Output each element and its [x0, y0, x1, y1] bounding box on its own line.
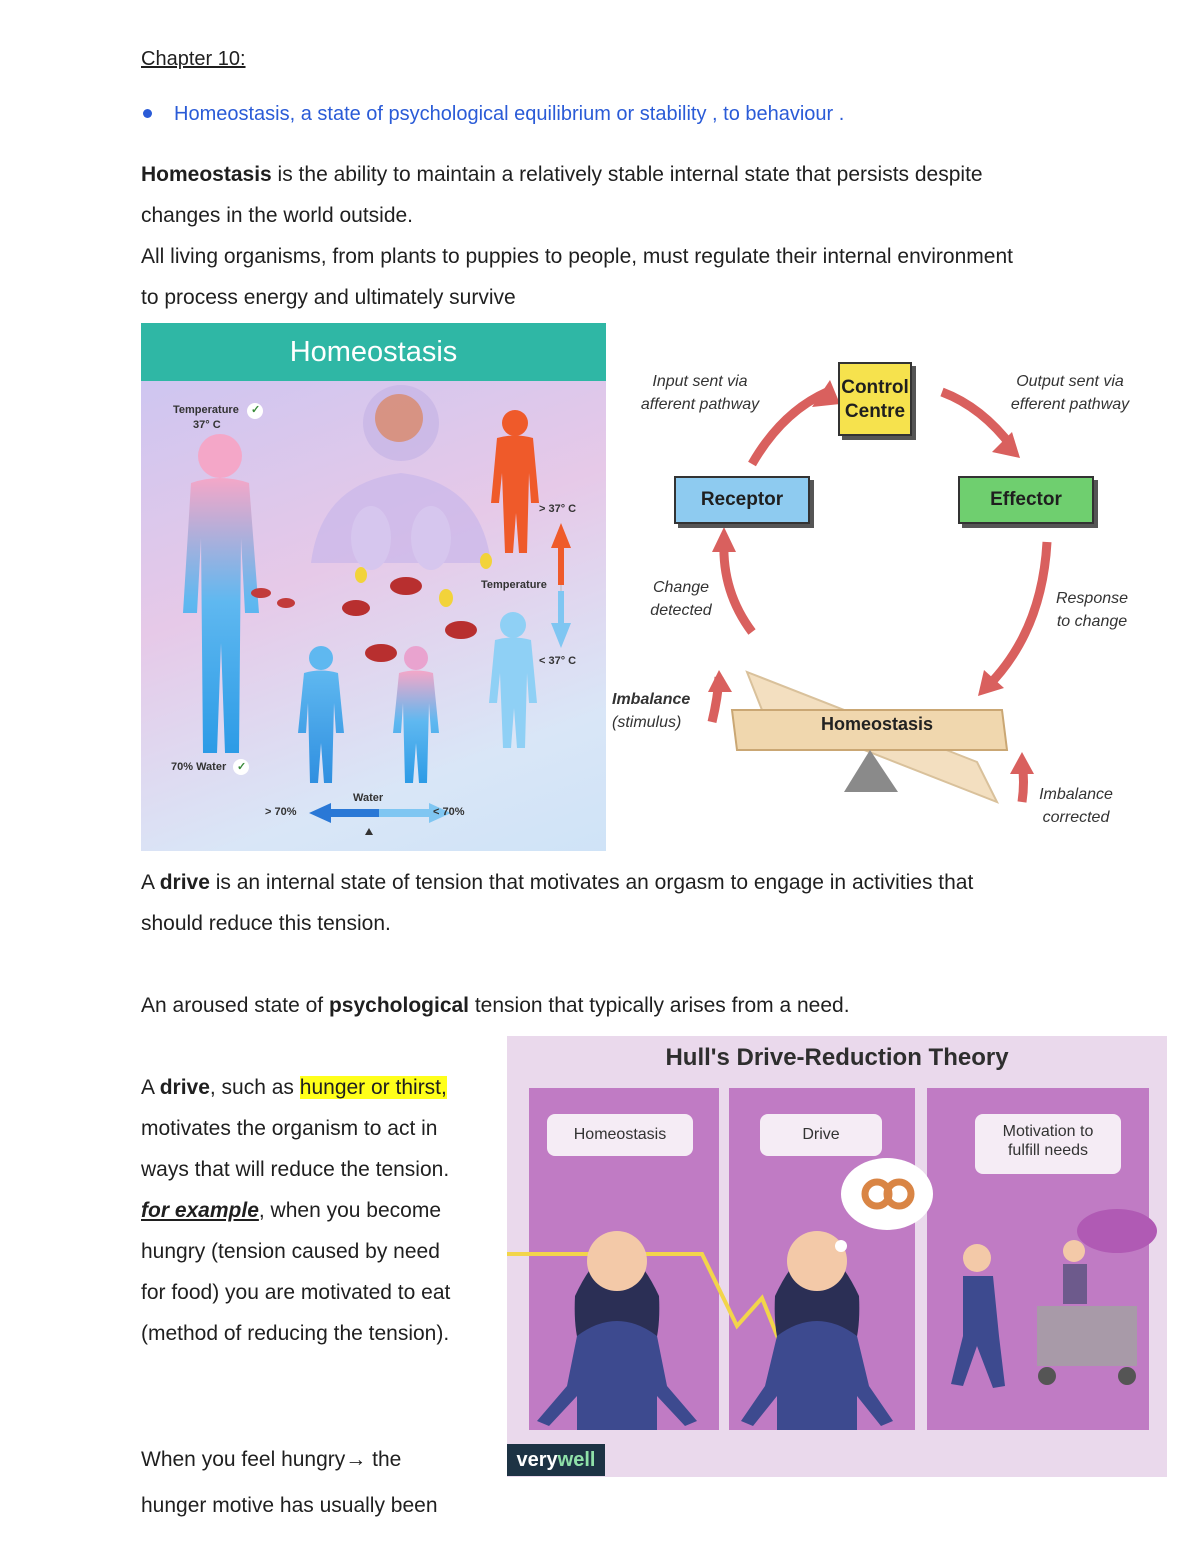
control-centre-box: Control Centre [838, 362, 912, 436]
response-line1: Response [1055, 590, 1129, 607]
output-line1: Output sent via [1016, 373, 1124, 390]
homeostasis-paragraph: Homeostasis is the ability to maintain a… [141, 154, 1141, 318]
output-caption: Output sent via efferent pathway [990, 370, 1150, 416]
drive2-line6: for food) you are motivated to eat [141, 1281, 451, 1304]
input-caption: Input sent via afferent pathway [620, 370, 780, 416]
verywell-logo: verywell [507, 1444, 605, 1476]
drive-line2: should reduce this tension. [141, 912, 391, 935]
temperature-check-icon: ✓ [251, 404, 261, 416]
para1-line4: to process energy and ultimately survive [141, 286, 516, 309]
hull-title: Hull's Drive-Reduction Theory [665, 1044, 1009, 1071]
change-detected-caption: Change detected [626, 576, 736, 622]
homeostasis-beam-label: Homeostasis [820, 714, 934, 734]
drive2-term: drive [159, 1076, 210, 1099]
drive2-line3: ways that will reduce the tension. [141, 1158, 450, 1181]
chapter-heading: Chapter 10: [141, 48, 246, 70]
drive-paragraph: A drive is an internal state of tension … [141, 862, 1141, 944]
drive2-line2: motivates the organism to act in [141, 1117, 438, 1140]
cycle-arrows [707, 380, 1052, 804]
pill-motivation: Motivation to fulfill needs [975, 1114, 1121, 1174]
psychological-term: psychological [328, 994, 470, 1017]
temperature-value: 37° C [193, 419, 221, 431]
corrected-line1: Imbalance [1039, 786, 1113, 803]
above-temp-label: > 37° C [539, 503, 577, 515]
logo-well: well [557, 1449, 596, 1471]
imbalance-line1: Imbalance [612, 691, 691, 708]
water-check-icon: ✓ [237, 761, 247, 773]
para1-line1: is the ability to maintain a relatively … [271, 163, 983, 186]
temperature-scale-label: Temperature [481, 579, 547, 591]
hungry-line1: When you feel hungry→ the [141, 1448, 402, 1471]
drive-a: A [141, 871, 160, 894]
homeostasis-term: Homeostasis [141, 163, 272, 186]
homeostasis-cycle-diagram: Control Centre Receptor Effector Homeost… [612, 352, 1157, 842]
drive-example-paragraph: A drive, such as hunger or thirst, motiv… [141, 1067, 501, 1354]
water-above-label: > 70% [265, 806, 297, 818]
bullet-item: Homeostasis, a state of psychological eq… [141, 103, 844, 126]
hull-illustration [507, 1158, 1157, 1430]
output-line2: efferent pathway [1010, 396, 1130, 413]
hungry-line2: hunger motive has usually been [141, 1494, 438, 1517]
pill-homeostasis: Homeostasis [547, 1114, 693, 1156]
drive2-line7: (method of reducing the tension). [141, 1322, 450, 1345]
body-figures-illustration [183, 385, 571, 835]
water-label: 70% Water [171, 761, 227, 773]
change-line2: detected [650, 602, 712, 619]
corrected-line2: corrected [1042, 809, 1110, 826]
for-example-label: for example [141, 1199, 259, 1222]
imbalance-corrected-caption: Imbalance corrected [1026, 783, 1126, 829]
motivation-line1: Motivation to [1002, 1123, 1094, 1140]
bullet-text: Homeostasis, a state of psychological eq… [174, 103, 845, 125]
drive-line1: is an internal state of tension that mot… [209, 871, 974, 894]
water-below-label: < 70% [433, 806, 465, 818]
drive2-mid: , such as [209, 1076, 300, 1099]
aroused-paragraph: An aroused state of psychological tensio… [141, 985, 1141, 1026]
hungry-paragraph: When you feel hungry→ the hunger motive … [141, 1437, 501, 1529]
bullet-dot-icon [143, 109, 152, 119]
aroused-pre: An aroused state of [141, 994, 329, 1017]
input-line1: Input sent via [652, 373, 748, 390]
pill-drive: Drive [760, 1114, 882, 1156]
homeostasis-infographic: Homeostasis [141, 323, 606, 851]
receptor-box: Receptor [674, 476, 810, 524]
below-temp-label: < 37° C [539, 655, 577, 667]
para1-line3: All living organisms, from plants to pup… [141, 245, 1013, 268]
effector-box: Effector [958, 476, 1094, 524]
imbalance-line2: (stimulus) [612, 714, 682, 731]
drive-term: drive [159, 871, 210, 894]
change-line1: Change [652, 579, 710, 596]
motivation-line2: fulfill needs [1007, 1142, 1089, 1159]
logo-very: very [516, 1449, 558, 1471]
drive2-a: A [141, 1076, 160, 1099]
infographic-title: Homeostasis [141, 323, 606, 381]
imbalance-caption: Imbalance (stimulus) [612, 688, 707, 734]
para1-line2: changes in the world outside. [141, 204, 414, 227]
hunger-thirst-highlight: hunger or thirst, [299, 1076, 447, 1099]
aroused-post: tension that typically arises from a nee… [469, 994, 850, 1017]
drive2-line4: , when you become [258, 1199, 441, 1222]
response-line2: to change [1056, 613, 1128, 630]
input-line2: afferent pathway [640, 396, 760, 413]
water-scale-label: Water [353, 792, 384, 804]
response-caption: Response to change [1042, 587, 1142, 633]
hull-drive-reduction-graphic: Hull's Drive-Reduction Theory Homeostasi… [507, 1036, 1167, 1477]
temperature-label: Temperature [173, 404, 239, 416]
drive2-line5: hungry (tension caused by need [141, 1240, 440, 1263]
